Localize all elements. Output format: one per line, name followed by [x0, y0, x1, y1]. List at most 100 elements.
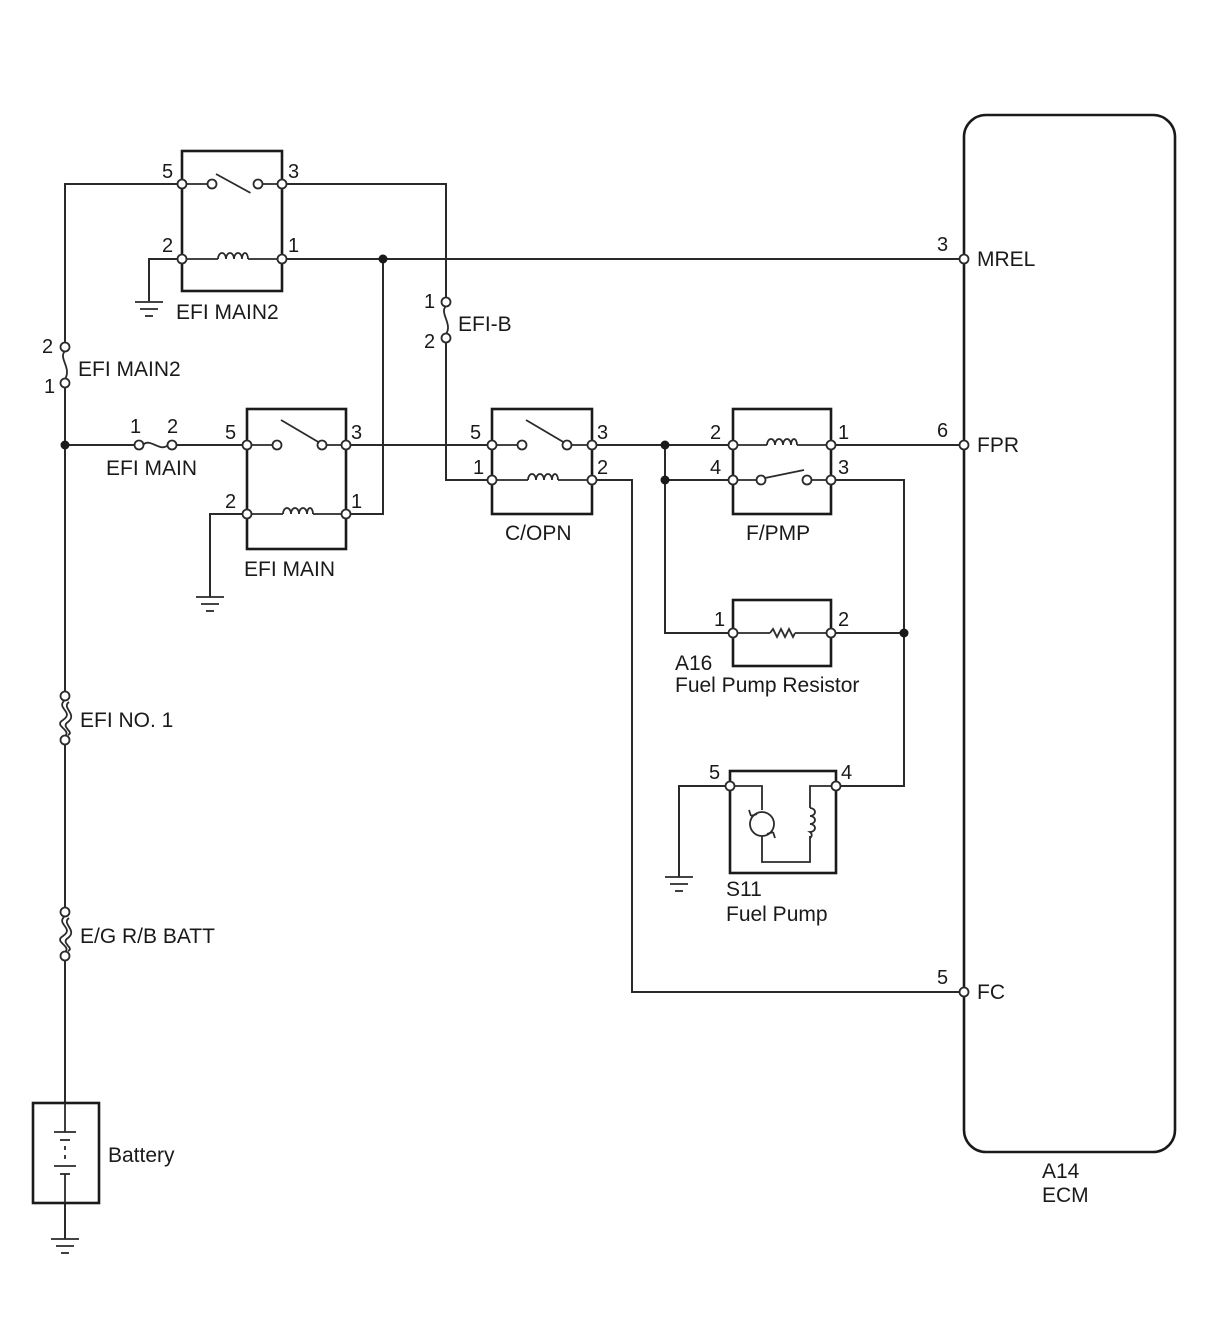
- ecm-body: [962, 113, 1177, 1154]
- pin-number: 2: [42, 336, 53, 358]
- coil-icon: [766, 438, 798, 446]
- terminal: [825, 627, 837, 639]
- wire-resistor-in: [664, 479, 734, 634]
- ecm-terminal-name: FC: [977, 981, 1005, 1004]
- relay-c-opn: 5 3 1 2 C/OPN: [470, 407, 608, 545]
- ecm-pin-number: 3: [937, 234, 948, 256]
- pin-number: 4: [841, 762, 852, 784]
- pin-number: 1: [288, 235, 299, 257]
- terminal: [958, 253, 970, 265]
- pin-number: 1: [714, 609, 725, 631]
- junction-dot: [899, 628, 909, 638]
- pin-number: 1: [424, 291, 435, 313]
- fuse-efi-main: 1 2 EFI MAIN: [106, 416, 197, 480]
- relay-body: [731, 407, 833, 516]
- pin-number: 1: [130, 416, 141, 438]
- terminal: [241, 508, 253, 520]
- terminal: [59, 906, 71, 918]
- fuse-efi-main2: 2 1 EFI MAIN2: [42, 336, 181, 398]
- terminal: [59, 341, 71, 353]
- terminal: [59, 734, 71, 746]
- fuse-label: E/G R/B BATT: [80, 925, 215, 948]
- battery: Battery: [31, 1101, 175, 1205]
- pin-number: 4: [710, 457, 721, 479]
- pin-number: 5: [470, 422, 481, 444]
- junction-dot: [378, 254, 388, 264]
- fuse-label: EFI MAIN2: [78, 358, 181, 381]
- battery-label: Battery: [108, 1144, 175, 1167]
- terminal: [176, 253, 188, 265]
- fusible-link-icon: [64, 701, 73, 736]
- relay-label: F/PMP: [746, 522, 810, 545]
- junction-dot: [60, 440, 70, 450]
- ground-icon: [665, 876, 693, 892]
- fuse-efi-b: 1 2 EFI-B: [424, 291, 512, 353]
- relay-body: [180, 149, 284, 293]
- pin-number: 2: [710, 422, 721, 444]
- fuse-icon: [443, 305, 449, 335]
- relay-label: EFI MAIN: [244, 558, 335, 581]
- pin-number: 5: [709, 762, 720, 784]
- relay-switch-arm: [525, 419, 566, 444]
- fusible-link-icon: [64, 917, 73, 952]
- ground-icon: [135, 301, 163, 317]
- component-name: Fuel Pump: [726, 903, 828, 926]
- coil-lead: [809, 785, 836, 808]
- resistor-icon: [769, 626, 796, 640]
- terminal: [486, 474, 498, 486]
- relay-label: EFI MAIN2: [176, 301, 279, 324]
- coil-icon: [807, 807, 816, 839]
- component-code: A14: [1042, 1160, 1080, 1183]
- fuse-label: EFI MAIN: [106, 457, 197, 480]
- fuel-pump-body: [728, 769, 838, 875]
- terminal: [276, 178, 288, 190]
- fuse-label: EFI NO. 1: [80, 709, 173, 732]
- component-code: A16: [675, 652, 712, 675]
- switch-contact-node: [206, 178, 218, 190]
- pin-number: 1: [473, 457, 484, 479]
- terminal: [958, 986, 970, 998]
- relay-f-pmp: 2 1 4 3 F/PMP: [710, 407, 849, 545]
- terminal: [176, 178, 188, 190]
- pin-number: 2: [225, 491, 236, 513]
- coil-icon: [282, 507, 314, 515]
- relay-body: [245, 407, 348, 551]
- motor-rotation-icon: [766, 831, 776, 839]
- junction-dot: [660, 475, 670, 485]
- pin-number: 2: [597, 457, 608, 479]
- terminal: [727, 439, 739, 451]
- terminal: [241, 439, 253, 451]
- coil-icon: [527, 473, 559, 481]
- fuse-icon: [62, 350, 68, 380]
- pin-number: 2: [424, 331, 435, 353]
- pin-number: 2: [838, 609, 849, 631]
- wire-fuel-pump-gnd: [678, 785, 731, 877]
- motor-lead: [730, 785, 763, 810]
- pin-number: 3: [351, 422, 362, 444]
- coil-icon: [217, 252, 249, 260]
- fuse-efi-no1: EFI NO. 1: [59, 690, 173, 746]
- wire-fpmp-switch-in: [664, 444, 734, 481]
- pin-number: 3: [597, 422, 608, 444]
- terminal: [59, 690, 71, 702]
- terminal: [166, 439, 178, 451]
- pin-number: 2: [162, 235, 173, 257]
- terminal: [486, 439, 498, 451]
- junctions: [60, 254, 909, 638]
- terminal: [727, 474, 739, 486]
- pin-number: 1: [838, 422, 849, 444]
- relay-switch-arm: [280, 419, 321, 444]
- ecm-pin-number: 5: [937, 967, 948, 989]
- wire-efi-b-out: [445, 341, 493, 481]
- ground-icon: [196, 596, 224, 612]
- component-name: Fuel Pump Resistor: [675, 674, 859, 697]
- switch-contact-node: [252, 178, 264, 190]
- terminal: [276, 253, 288, 265]
- relay-label: C/OPN: [505, 522, 572, 545]
- terminal: [340, 508, 352, 520]
- battery-body: [31, 1101, 101, 1205]
- ecm-terminal-name: MREL: [977, 248, 1035, 271]
- pin-number: 1: [44, 376, 55, 398]
- terminal: [440, 296, 452, 308]
- ecm: 3 MREL 6 FPR 5 FC A14 ECM: [937, 113, 1177, 1207]
